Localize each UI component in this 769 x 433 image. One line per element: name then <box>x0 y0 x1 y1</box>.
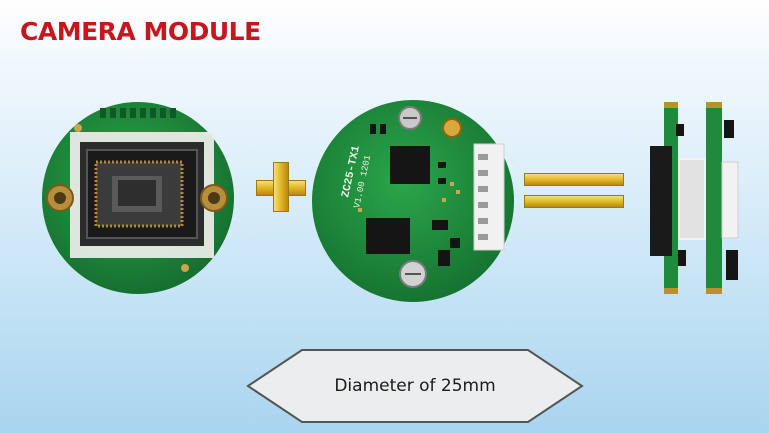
equals-icon <box>524 173 624 211</box>
diameter-banner-label: Diameter of 25mm <box>334 376 496 396</box>
plus-icon <box>256 162 306 212</box>
page-title: CAMERA MODULE <box>20 17 261 46</box>
sensor-board-photo <box>42 102 234 294</box>
diameter-banner-shape <box>246 349 584 423</box>
transmitter-board-photo: ZC25-TX1 V1.00 1201 <box>312 100 514 302</box>
stacked-boards-side-view-photo <box>650 102 739 294</box>
